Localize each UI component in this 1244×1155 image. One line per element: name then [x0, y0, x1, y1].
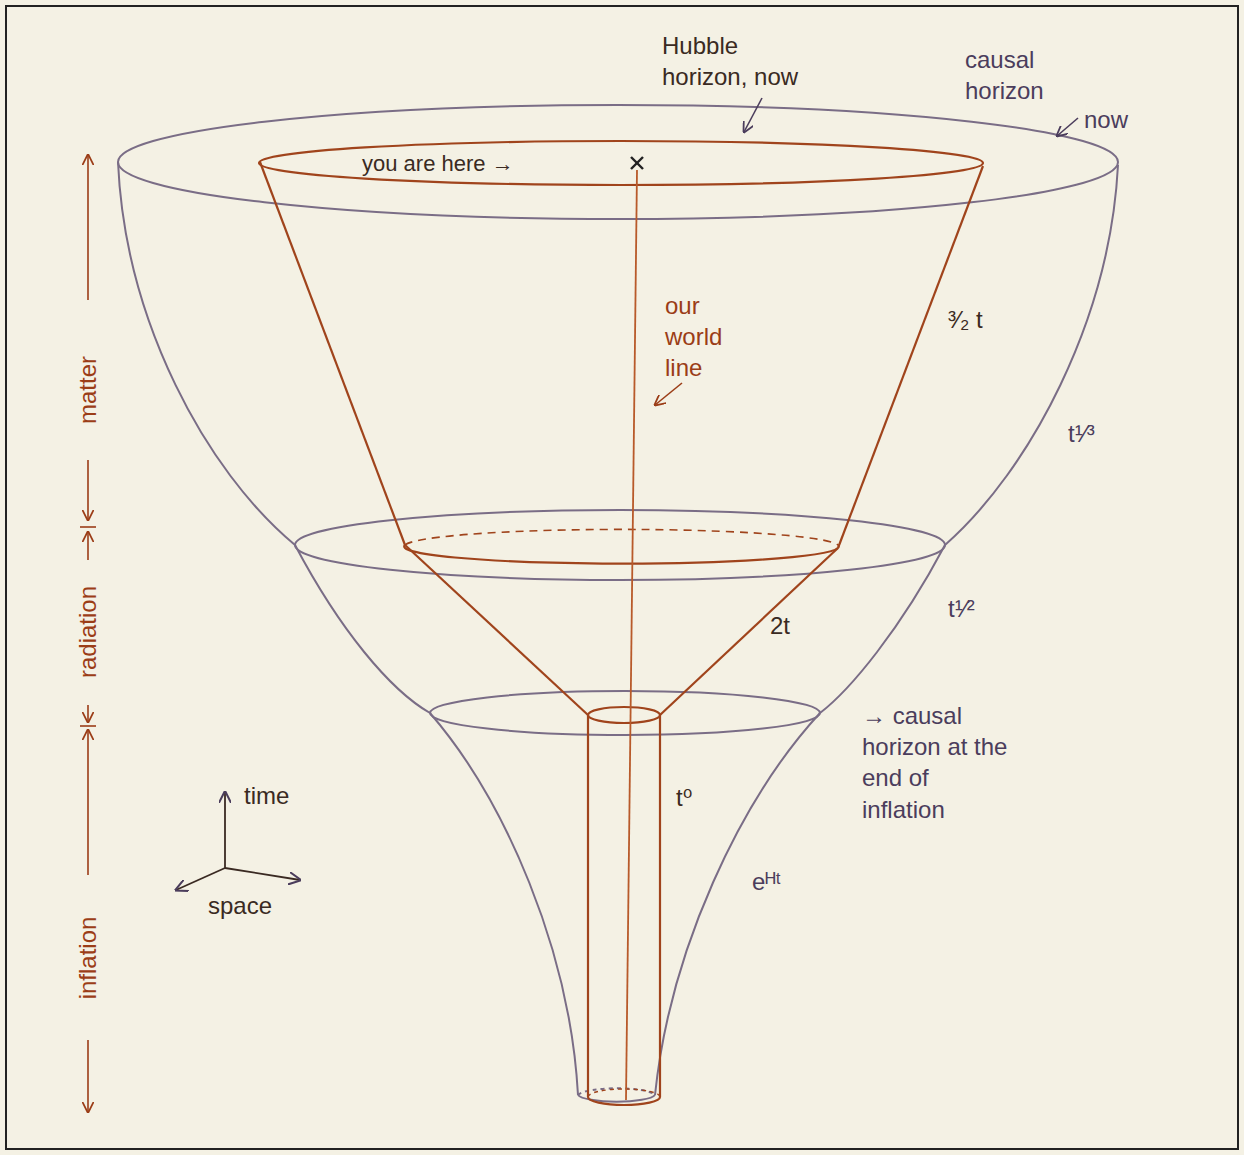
growth-label: t⁰	[676, 782, 692, 813]
position-mark	[631, 157, 643, 169]
horizon-label: causal horizon	[965, 44, 1095, 106]
growth-label: t¹⁄²	[948, 593, 975, 624]
frame	[6, 6, 1238, 1149]
worldline-label: our world line	[665, 290, 757, 384]
growth-label: eᴴᵗ	[752, 866, 781, 897]
era-label: matter	[72, 350, 103, 430]
horizon-label: now	[1084, 104, 1128, 135]
causal-horizon-surface	[118, 105, 1118, 1102]
leader-arrow	[744, 98, 762, 132]
leader-arrow	[1057, 118, 1078, 136]
growth-label: t¹⁄³	[1068, 418, 1095, 449]
growth-label: ³⁄₂ t	[948, 304, 983, 335]
hubble-horizon-surface	[259, 141, 983, 1105]
world-line	[626, 170, 637, 1100]
axis-label: time	[244, 780, 289, 811]
leader-arrow	[655, 383, 682, 405]
position-label: you are here →	[362, 150, 514, 179]
horizon-label: → causal horizon at the end of inflation	[862, 700, 1012, 825]
era-label: inflation	[72, 911, 103, 1006]
era-label: radiation	[72, 580, 103, 684]
axis-label: space	[208, 890, 272, 921]
growth-label: 2t	[770, 610, 790, 641]
horizon-label: Hubble horizon, now	[662, 30, 822, 92]
